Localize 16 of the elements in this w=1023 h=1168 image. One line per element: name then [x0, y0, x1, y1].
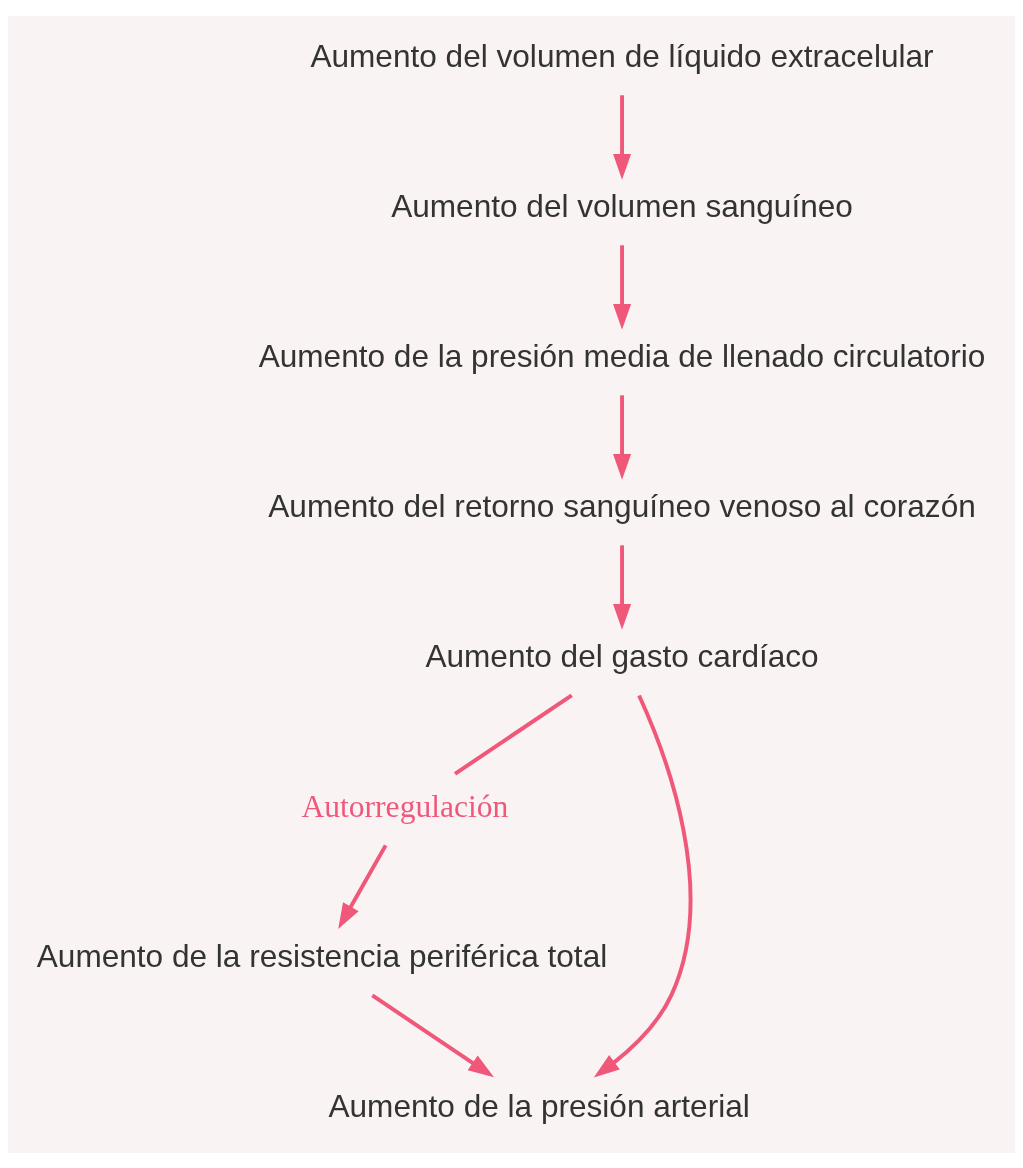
node-text: Aumento del gasto cardíaco: [425, 637, 819, 674]
connector: [453, 693, 573, 775]
node-text: Aumento del volumen sanguíneo: [391, 187, 853, 224]
arrow: [613, 544, 632, 630]
node-text: Aumento del retorno sanguíneo venoso al corazón: [268, 487, 976, 524]
node-text: Aumento del volumen de líquido extracelular: [310, 37, 934, 74]
arrow: [338, 843, 388, 929]
arrow: [613, 244, 632, 330]
arrow: [593, 694, 693, 1077]
node-text: Aumento de la presión media de llenado circulatorio: [258, 337, 986, 374]
node-text: Aumento de la presión arterial: [328, 1087, 750, 1124]
node-text: Autorregulación: [301, 788, 509, 824]
arrow: [613, 94, 632, 180]
node-text: Aumento de la resistencia periférica total: [36, 937, 608, 974]
arrow: [613, 394, 632, 480]
arrow: [371, 993, 495, 1077]
